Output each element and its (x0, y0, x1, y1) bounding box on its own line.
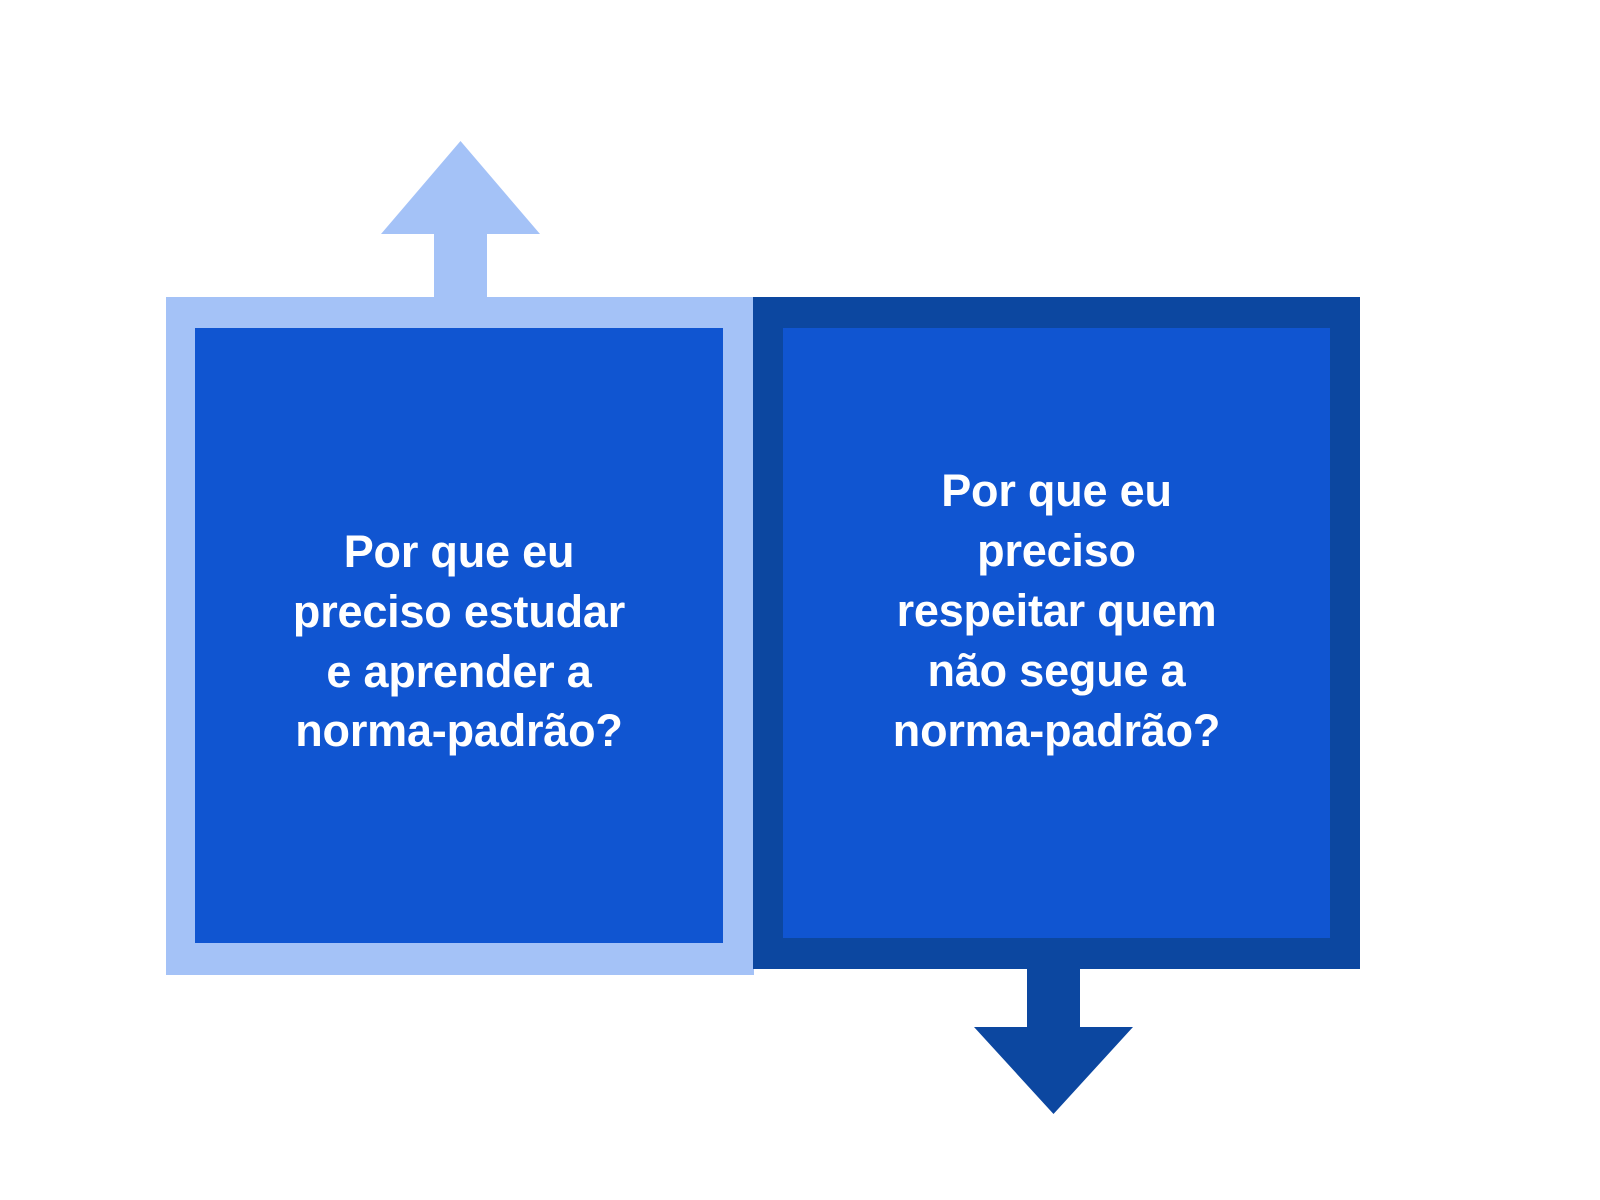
card-left-question: Por que eu preciso estudar e aprender a … (292, 525, 626, 757)
card-right[interactable]: Por que eu preciso respeitar quem não se… (753, 297, 1360, 969)
card-left[interactable]: Por que eu preciso estudar e aprender a … (166, 297, 754, 975)
card-right-question: Por que eu preciso respeitar quem não se… (892, 465, 1221, 756)
arrow-up-icon (381, 141, 540, 301)
card-left-inner: Por que eu preciso estudar e aprender a … (195, 328, 723, 943)
card-right-inner: Por que eu preciso respeitar quem não se… (783, 328, 1330, 938)
arrow-down-icon (974, 965, 1133, 1114)
